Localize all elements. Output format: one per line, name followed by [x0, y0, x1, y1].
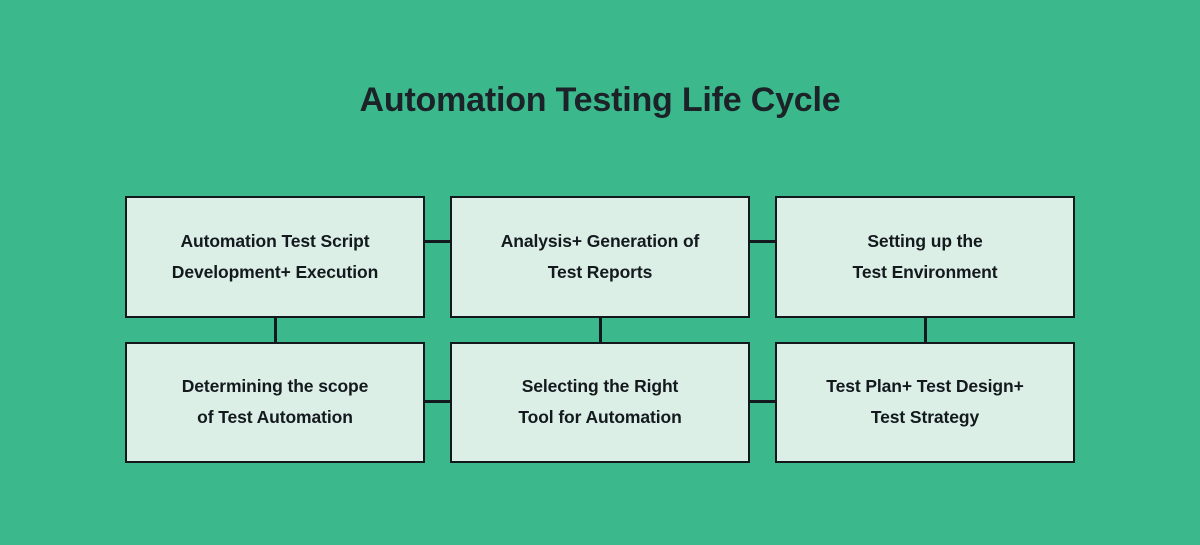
stage-box-automation-test-script-development-execution[interactable]: Automation Test Script Development+ Exec…	[125, 196, 425, 318]
stage-box-setting-up-the-test-environment[interactable]: Setting up the Test Environment	[775, 196, 1075, 318]
stage-label: Automation Test Script Development+ Exec…	[171, 231, 379, 282]
connector-column-2-vertical	[599, 316, 602, 344]
stage-label: Analysis+ Generation of Test Reports	[500, 231, 700, 282]
stage-label: Determining the scope of Test Automation	[181, 376, 369, 427]
connector-column-3-vertical	[924, 316, 927, 344]
stage-label: Selecting the Right Tool for Automation	[518, 376, 682, 427]
stage-label: Test Plan+ Test Design+ Test Strategy	[826, 376, 1024, 427]
stage-box-test-plan-test-design-test-strategy[interactable]: Test Plan+ Test Design+ Test Strategy	[775, 342, 1075, 463]
stage-box-determining-the-scope-of-test-automation[interactable]: Determining the scope of Test Automation	[125, 342, 425, 463]
page-title: Automation Testing Life Cycle	[359, 81, 841, 119]
connector-bottom-2-to-3	[748, 400, 777, 403]
connector-bottom-1-to-2	[423, 400, 452, 403]
stage-box-analysis-generation-of-test-reports[interactable]: Analysis+ Generation of Test Reports	[450, 196, 750, 318]
connector-top-2-to-3	[748, 240, 777, 243]
stage-label: Setting up the Test Environment	[852, 231, 998, 282]
stage-box-selecting-the-right-tool-for-automation[interactable]: Selecting the Right Tool for Automation	[450, 342, 750, 463]
connector-column-1-vertical	[274, 316, 277, 344]
connector-top-1-to-2	[423, 240, 452, 243]
